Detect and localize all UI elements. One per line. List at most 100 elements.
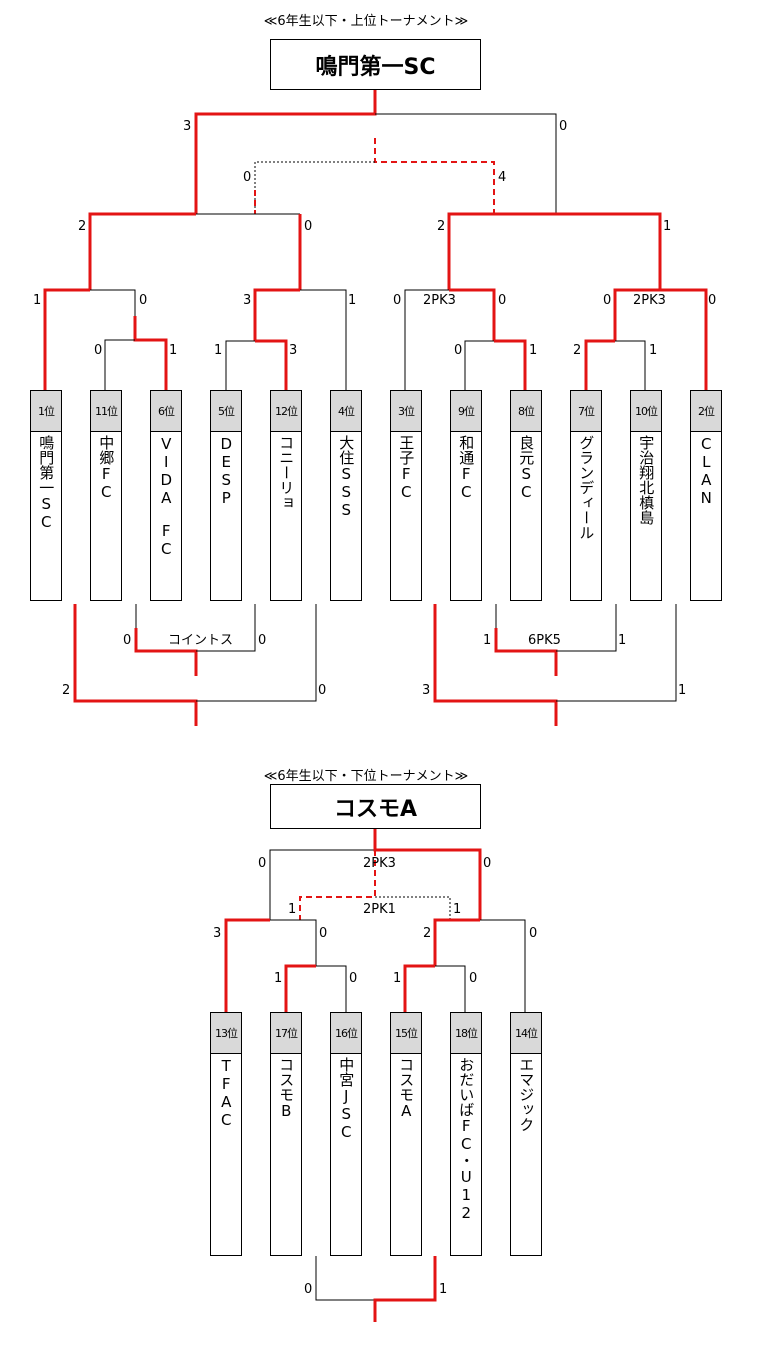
score: 0 — [498, 293, 507, 308]
rank-label: 4位 — [331, 391, 361, 432]
upper-team-1: 1位 鳴門第一SC — [30, 390, 62, 601]
score: 1 — [274, 971, 283, 986]
score: 3 — [183, 119, 192, 134]
team-name: DESP — [217, 435, 236, 507]
lower-team-1: 13位 TFAC — [210, 1012, 242, 1256]
team-name: 中宮JSC — [337, 1057, 356, 1141]
score: 0 — [319, 926, 328, 941]
score: 0 — [708, 293, 717, 308]
upper-team-12: 2位 CLAN — [690, 390, 722, 601]
upper-team-8: 9位 和通FC — [450, 390, 482, 601]
team-name: 鳴門第一SC — [37, 435, 56, 531]
score: 1 — [169, 343, 178, 358]
upper-team-2: 11位 中郷FC — [90, 390, 122, 601]
pk-score: 2PK3 — [363, 856, 396, 871]
rank-label: 6位 — [151, 391, 181, 432]
upper-team-10: 7位 グランディール — [570, 390, 602, 601]
team-name: 大住SSS — [337, 435, 356, 519]
team-name: 王子FC — [397, 435, 416, 501]
rank-label: 13位 — [211, 1013, 241, 1054]
team-name: エマジック — [517, 1057, 536, 1132]
pk-score: 2PK1 — [363, 902, 396, 917]
score: 1 — [529, 343, 538, 358]
score: 0 — [258, 633, 267, 648]
score: 0 — [483, 856, 492, 871]
upper-team-5: 12位 コニーリョ — [270, 390, 302, 601]
score: 0 — [349, 971, 358, 986]
rank-label: 18位 — [451, 1013, 481, 1054]
team-name: 和通FC — [457, 435, 476, 501]
score: 3 — [422, 683, 431, 698]
score: 1 — [439, 1282, 448, 1297]
team-name: 宇治翔北槙島 — [637, 435, 656, 525]
rank-label: 15位 — [391, 1013, 421, 1054]
pk-score: 2PK3 — [633, 293, 666, 308]
score: 3 — [289, 343, 298, 358]
pk-score: 6PK5 — [528, 633, 561, 648]
score: 0 — [139, 293, 148, 308]
score: 1 — [663, 219, 672, 234]
team-name: 中郷FC — [97, 435, 116, 501]
score: 0 — [304, 219, 313, 234]
score: 2 — [437, 219, 446, 234]
rank-label: 5位 — [211, 391, 241, 432]
upper-winner-box: 鳴門第一SC — [270, 39, 481, 90]
score: 3 — [213, 926, 222, 941]
score: 0 — [393, 293, 402, 308]
upper-team-4: 5位 DESP — [210, 390, 242, 601]
score: 0 — [559, 119, 568, 134]
score: 0 — [529, 926, 538, 941]
rank-label: 16位 — [331, 1013, 361, 1054]
lower-team-5: 18位 おだいばFC・U12 — [450, 1012, 482, 1256]
upper-tournament-title: ≪6年生以下・上位トーナメント≫ — [263, 14, 469, 29]
score: 3 — [243, 293, 252, 308]
score: 1 — [649, 343, 658, 358]
pk-score: 2PK3 — [423, 293, 456, 308]
score: 1 — [678, 683, 687, 698]
team-name: TFAC — [217, 1057, 236, 1129]
rank-label: 11位 — [91, 391, 121, 432]
rank-label: 3位 — [391, 391, 421, 432]
upper-team-9: 8位 良元SC — [510, 390, 542, 601]
rank-label: 14位 — [511, 1013, 541, 1054]
lower-tournament-title: ≪6年生以下・下位トーナメント≫ — [263, 769, 469, 784]
upper-team-7: 3位 王子FC — [390, 390, 422, 601]
score: 0 — [94, 343, 103, 358]
score: 0 — [318, 683, 327, 698]
team-name: コニーリョ — [277, 435, 296, 510]
score: 0 — [304, 1282, 313, 1297]
score: 0 — [469, 971, 478, 986]
rank-label: 17位 — [271, 1013, 301, 1054]
upper-bracket-lines — [43, 90, 708, 726]
score: 1 — [288, 902, 297, 917]
score: 0 — [243, 170, 252, 185]
score: 1 — [483, 633, 492, 648]
score: 1 — [393, 971, 402, 986]
rank-label: 2位 — [691, 391, 721, 432]
rank-label: 9位 — [451, 391, 481, 432]
team-name: コスモA — [397, 1057, 416, 1120]
team-name: VIDA FC — [157, 435, 176, 558]
lower-winner-box: コスモA — [270, 784, 481, 829]
team-name: グランディール — [577, 435, 596, 540]
score: 2 — [62, 683, 71, 698]
rank-label: 1位 — [31, 391, 61, 432]
score: 2 — [573, 343, 582, 358]
score: 1 — [348, 293, 357, 308]
score: 1 — [453, 902, 462, 917]
score: 0 — [123, 633, 132, 648]
score: 1 — [214, 343, 223, 358]
rank-label: 8位 — [511, 391, 541, 432]
lower-team-2: 17位 コスモB — [270, 1012, 302, 1256]
team-name: CLAN — [697, 435, 716, 507]
team-name: 良元SC — [517, 435, 536, 501]
rank-label: 10位 — [631, 391, 661, 432]
lower-team-3: 16位 中宮JSC — [330, 1012, 362, 1256]
coin-toss-note: コイントス — [168, 633, 234, 648]
upper-team-3: 6位 VIDA FC — [150, 390, 182, 601]
score: 0 — [603, 293, 612, 308]
rank-label: 12位 — [271, 391, 301, 432]
score: 0 — [258, 856, 267, 871]
lower-team-6: 14位 エマジック — [510, 1012, 542, 1256]
